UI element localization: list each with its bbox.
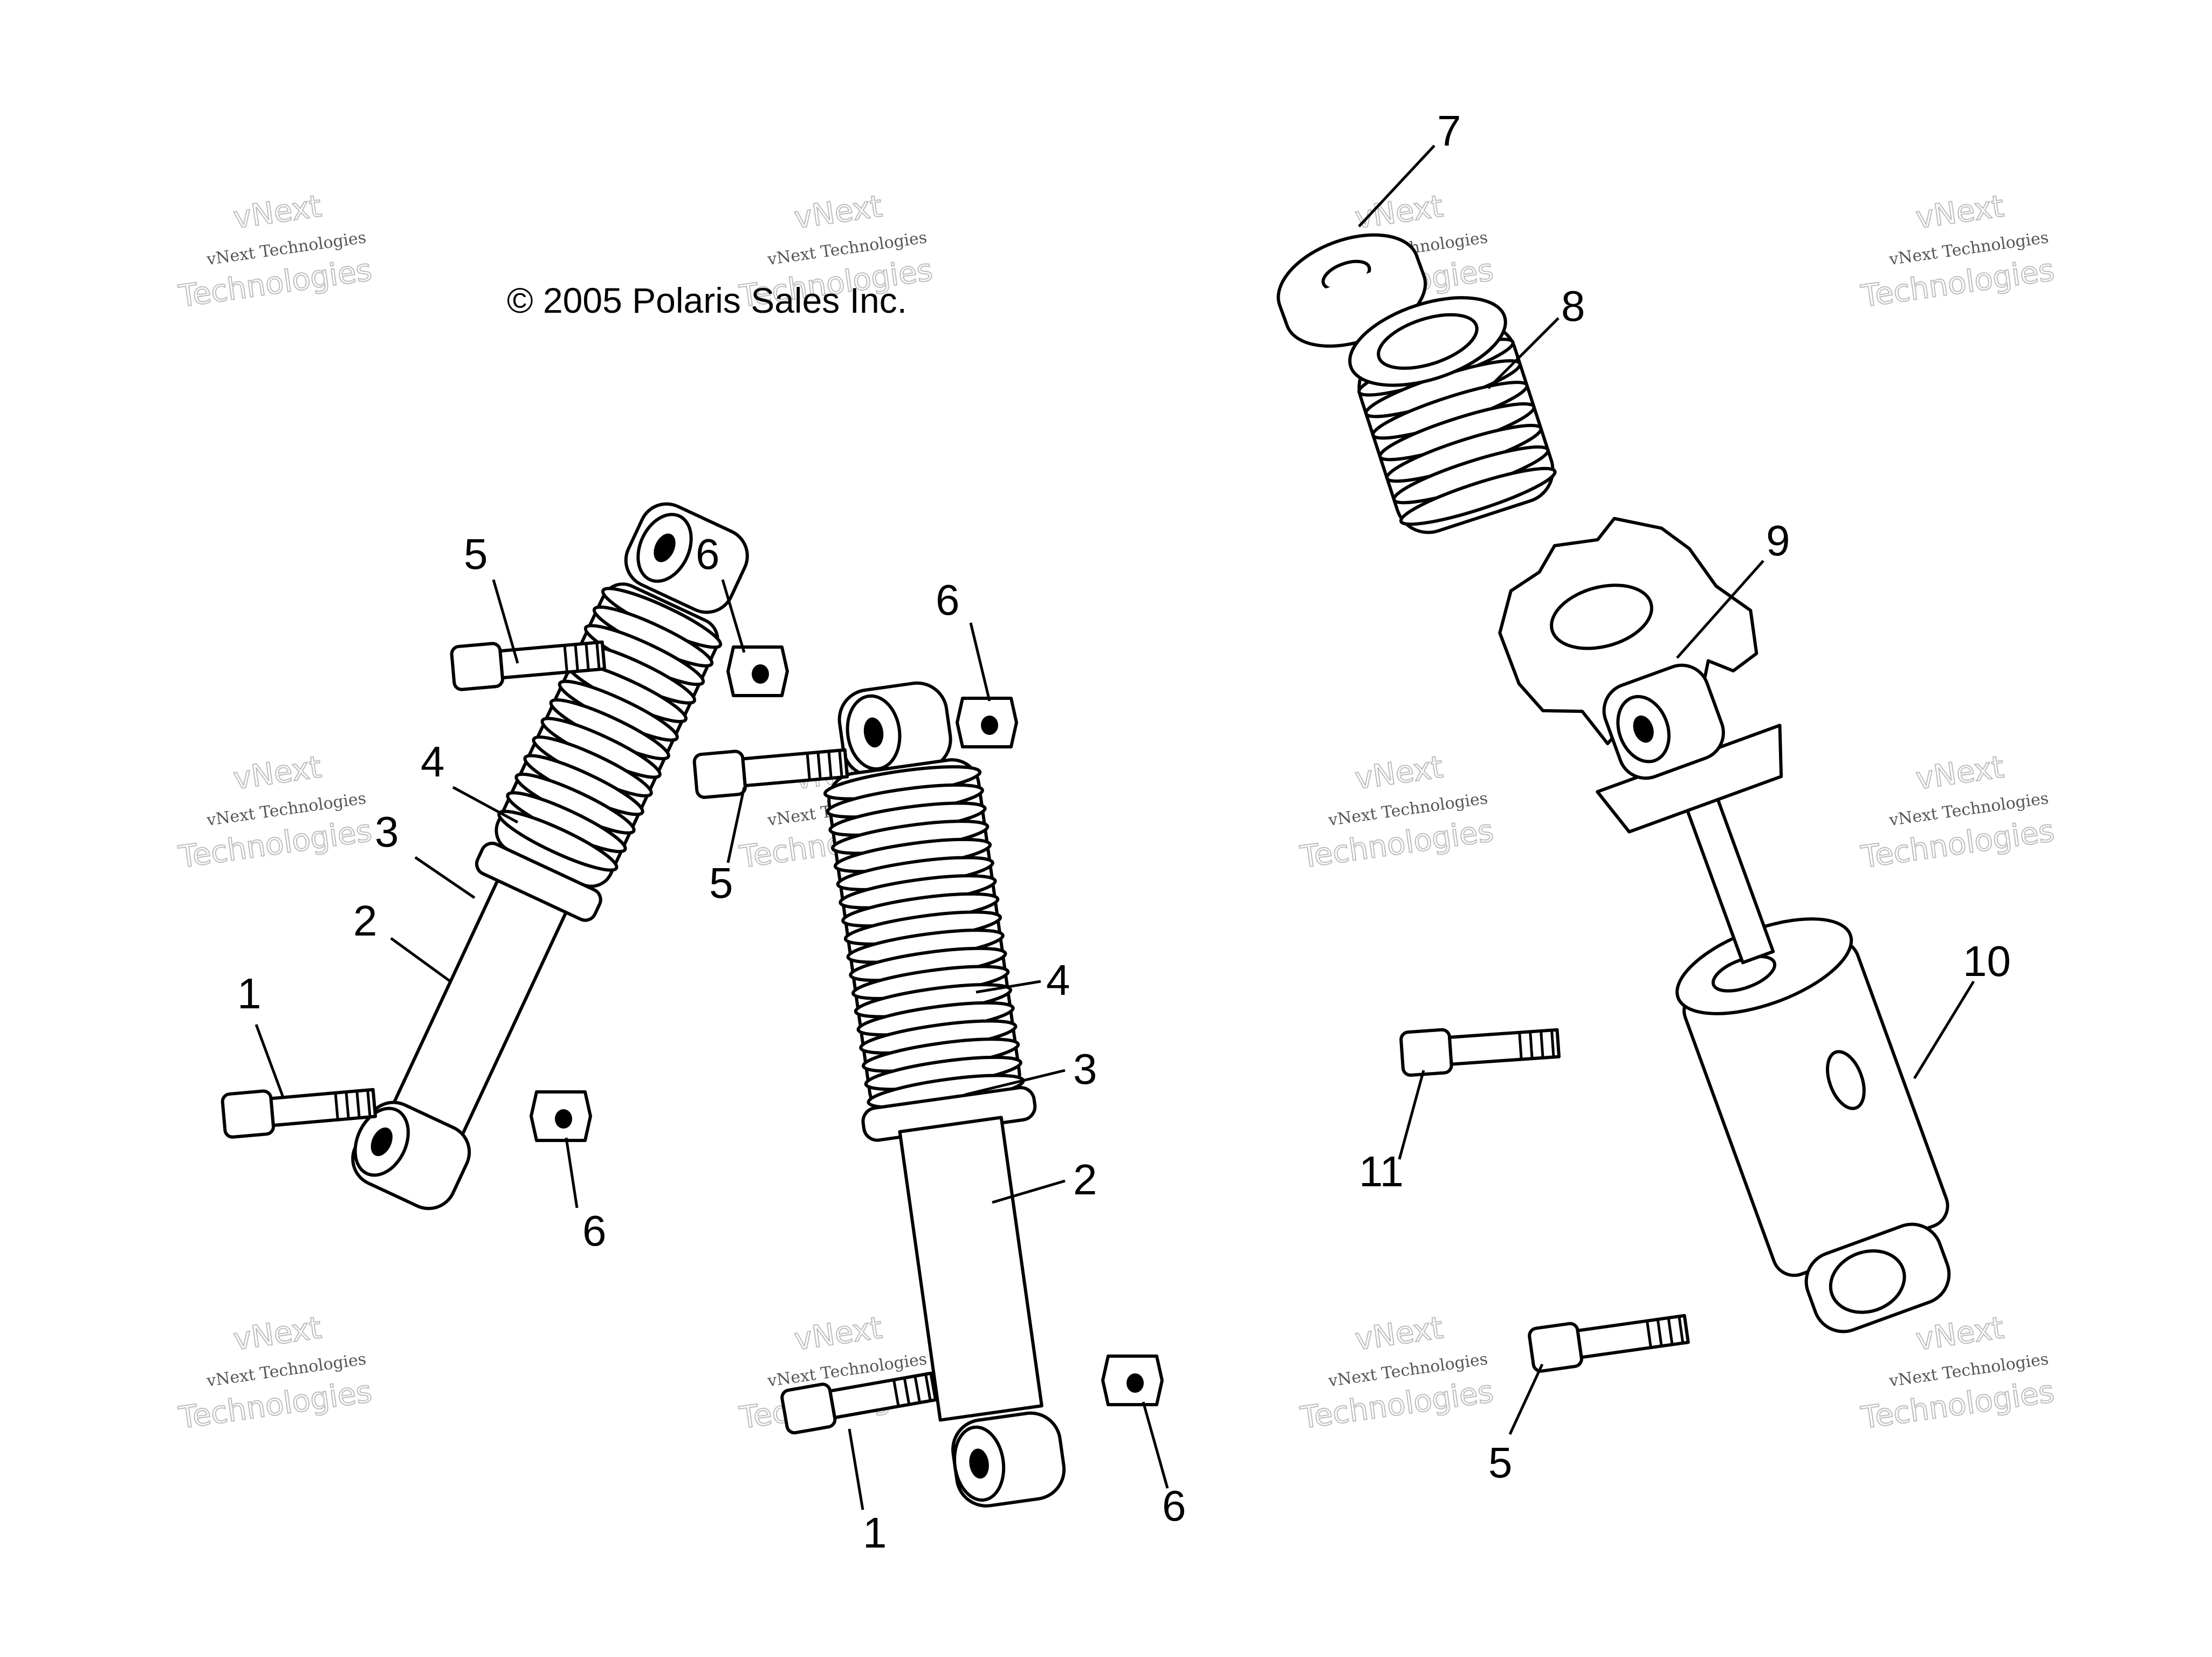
bolt-part-11 <box>1399 1028 1561 1077</box>
callout-6: 6 <box>936 576 960 624</box>
left-shock-spring <box>494 582 723 888</box>
spring-coil <box>1399 466 1557 526</box>
svg-text:Technologies: Technologies <box>176 1374 374 1436</box>
svg-text:vNext: vNext <box>1353 1310 1445 1357</box>
watermark: vNext vNext Technologies Technologies <box>1858 1310 2057 1436</box>
svg-text:Technologies: Technologies <box>1298 1374 1495 1436</box>
callouts: 1 2 3 4 5 6 7 8 9 10 11 5 6 5 6 6 4 3 2 … <box>237 107 2011 1557</box>
callout-5: 5 <box>1488 1439 1513 1487</box>
callout-4: 4 <box>1046 956 1070 1004</box>
nut-part-6 <box>530 1090 592 1142</box>
callout-5: 5 <box>709 859 733 907</box>
callout-2: 2 <box>353 897 377 945</box>
watermark: vNext vNext Technologies Technologies <box>176 188 374 315</box>
nut-part-6 <box>726 645 789 697</box>
bolt-part-5-lower-right <box>1528 1314 1690 1373</box>
svg-text:vNext: vNext <box>1914 189 2006 236</box>
watermark: vNext vNext Technologies Technologies <box>176 749 374 876</box>
svg-text:vNext: vNext <box>792 189 884 236</box>
bolt-part-1-bottom <box>780 1371 938 1435</box>
middle-shock-spring <box>823 758 1025 1117</box>
copyright-notice: © 2005 Polaris Sales Inc. <box>507 280 907 320</box>
callout-4: 4 <box>421 738 445 786</box>
middle-shock-body <box>898 1116 1043 1422</box>
svg-text:vNext: vNext <box>792 1310 884 1357</box>
watermark: vNext vNext Technologies Technologies <box>1858 749 2057 876</box>
callout-6: 6 <box>582 1207 607 1255</box>
svg-text:Technologies: Technologies <box>1859 813 2056 875</box>
bolt-part-1-left <box>221 1088 377 1139</box>
watermark: vNext vNext Technologies Technologies <box>1297 1310 1496 1436</box>
svg-text:vNext: vNext <box>231 750 324 796</box>
watermark: vNext vNext Technologies Technologies <box>1297 749 1496 876</box>
bolt-part-5-upper-left <box>450 640 607 691</box>
bolts <box>221 640 1690 1435</box>
svg-text:vNext: vNext <box>1353 750 1445 796</box>
watermark-brand: vNext <box>231 189 324 236</box>
callout-1: 1 <box>863 1509 887 1557</box>
svg-text:vNext: vNext <box>1353 189 1445 236</box>
svg-text:vNext: vNext <box>1914 750 2006 796</box>
callout-6: 6 <box>1162 1482 1186 1530</box>
callout-3: 3 <box>375 808 399 856</box>
svg-text:Technologies: Technologies <box>176 813 374 875</box>
watermark-tech: Technologies <box>176 252 374 314</box>
nut-part-6 <box>956 697 1018 748</box>
left-shock-assembly <box>351 502 749 1211</box>
callout-9: 9 <box>1766 517 1790 565</box>
callout-8: 8 <box>1561 282 1585 330</box>
callout-11: 11 <box>1359 1147 1404 1195</box>
nut-part-6 <box>1101 1355 1164 1406</box>
callout-1: 1 <box>237 970 262 1017</box>
nuts <box>530 645 1164 1406</box>
svg-text:vNext: vNext <box>231 1310 324 1357</box>
svg-text:Technologies: Technologies <box>1859 1374 2056 1436</box>
watermark: vNext vNext Technologies Technologies <box>176 1310 374 1436</box>
shock-body-part-10 <box>1596 663 1951 1333</box>
callout-2: 2 <box>1073 1156 1097 1204</box>
watermark: vNext vNext Technologies Technologies <box>1858 188 2057 315</box>
bolt-part-5-middle <box>692 748 849 799</box>
svg-text:vNext: vNext <box>1914 1310 2006 1357</box>
callout-5: 5 <box>464 530 488 578</box>
svg-text:Technologies: Technologies <box>1298 813 1495 875</box>
bump-stop-part-8 <box>1348 296 1557 534</box>
middle-shock-assembly <box>823 681 1066 1508</box>
callout-10: 10 <box>1963 937 2011 985</box>
callout-6: 6 <box>696 530 720 578</box>
callout-7: 7 <box>1437 107 1461 155</box>
callout-3: 3 <box>1073 1045 1097 1093</box>
leader-lines <box>255 145 1975 1510</box>
svg-text:Technologies: Technologies <box>1859 252 2056 314</box>
